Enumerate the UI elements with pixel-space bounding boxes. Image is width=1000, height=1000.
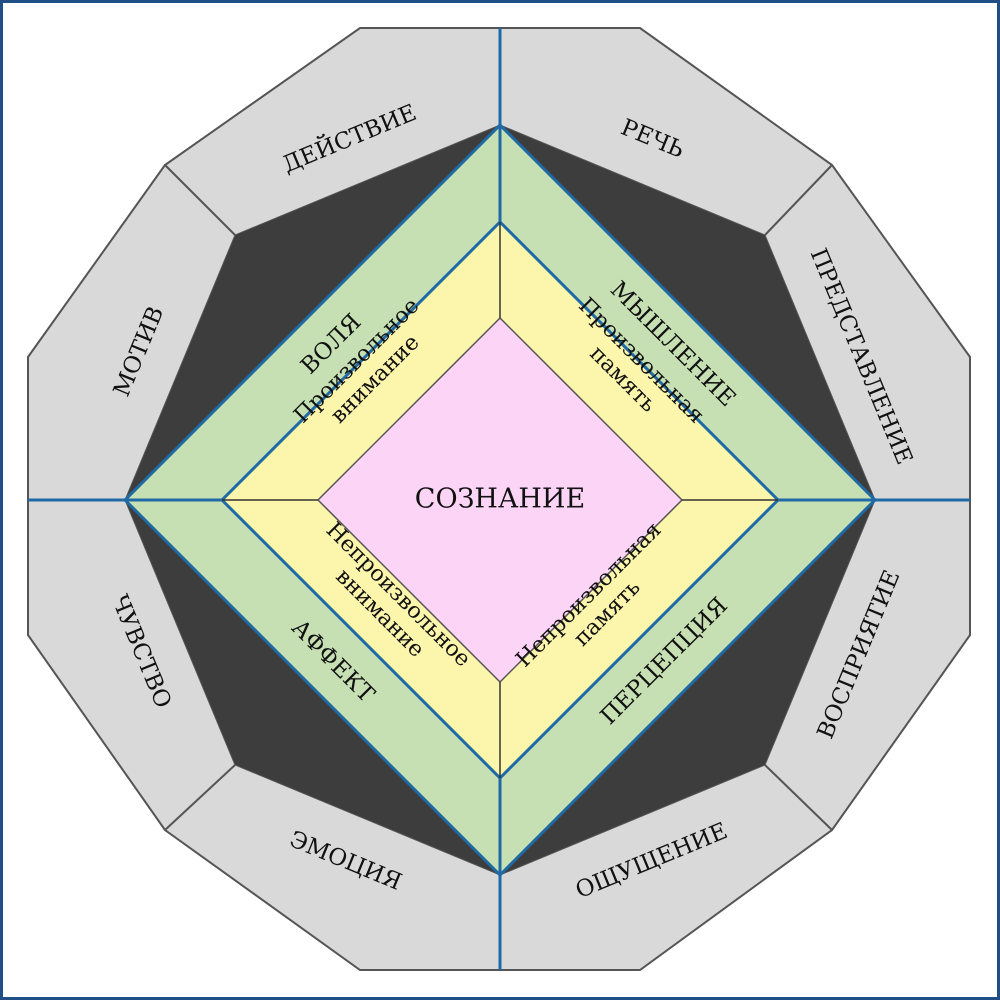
- main-axes: [28, 28, 970, 970]
- inner-divider-lines: [222, 222, 778, 778]
- outer-divider-lines: [164, 164, 833, 831]
- center-label: СОЗНАНИЕ: [415, 484, 585, 515]
